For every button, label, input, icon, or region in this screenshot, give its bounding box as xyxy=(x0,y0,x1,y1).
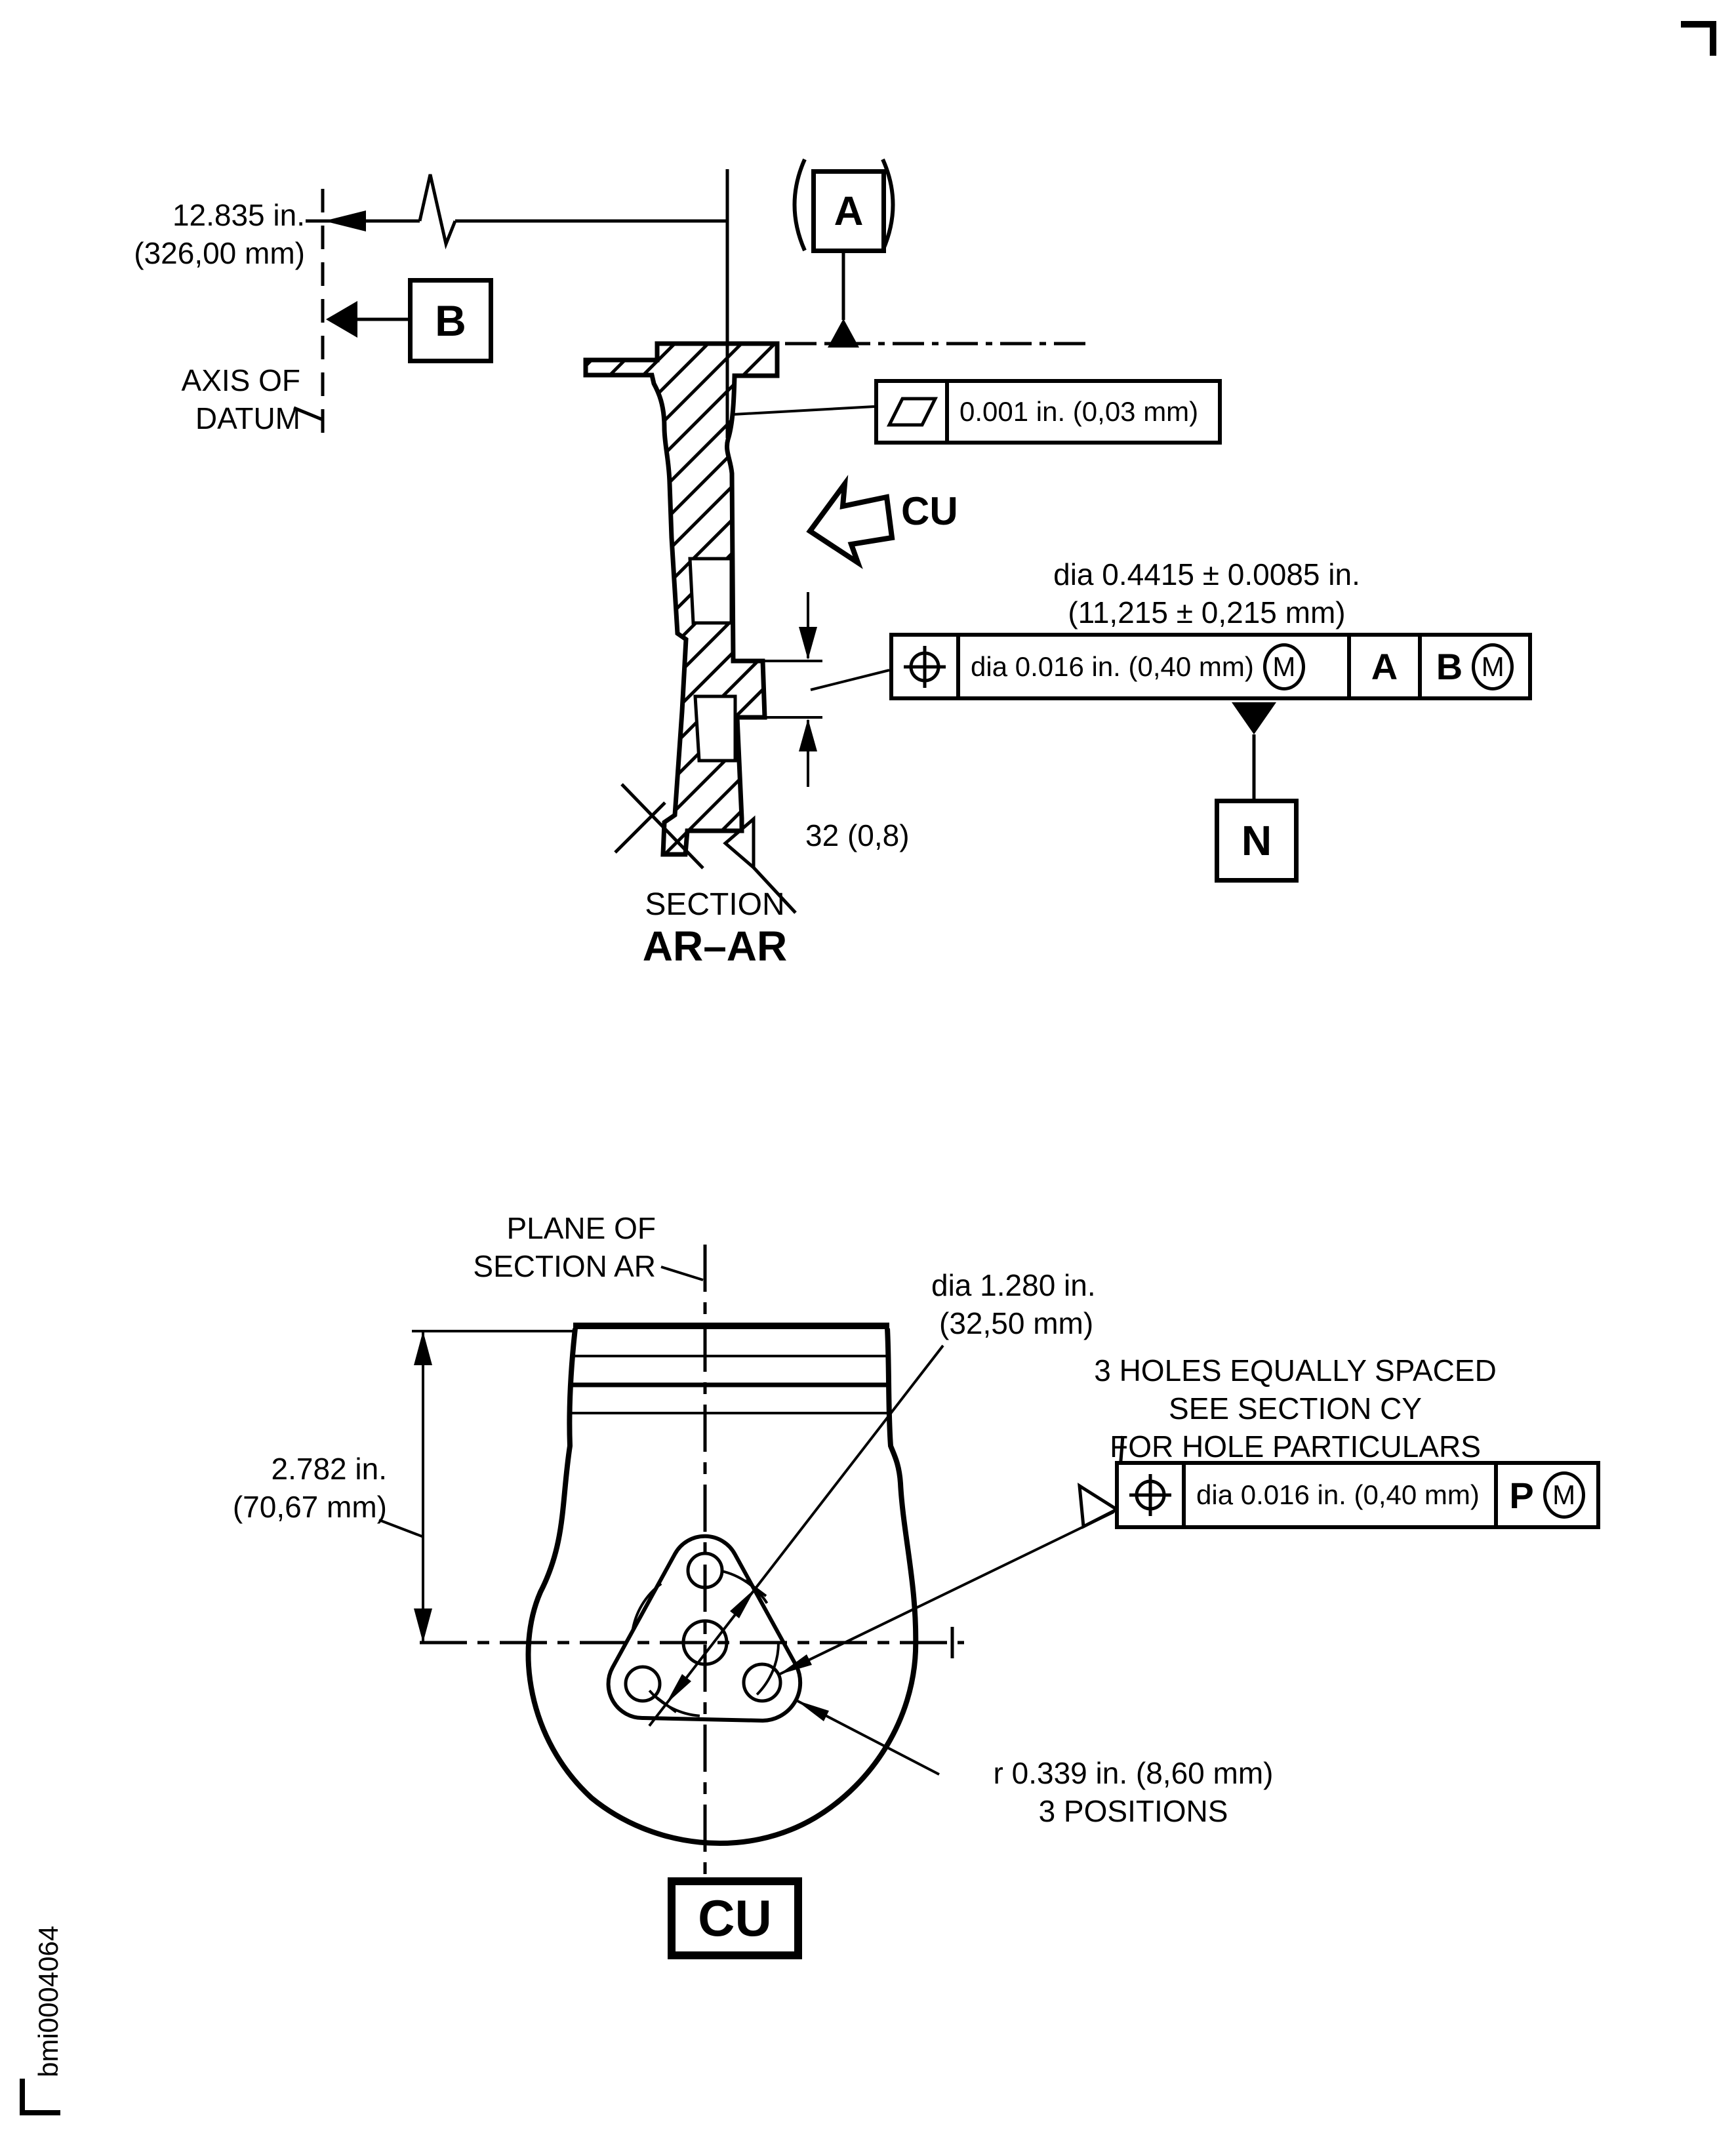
part-window-upper xyxy=(688,557,733,625)
position-frame-lower: dia 0.016 in. (0,40 mm) P M xyxy=(1115,1461,1600,1529)
flatness-value: 0.001 in. (0,03 mm) xyxy=(945,383,1218,441)
bolt-circle-note: dia 1.280 in. (32,50 mm) xyxy=(931,1267,1096,1343)
position-symbol-cell xyxy=(893,637,956,696)
bolt-circle-dimension xyxy=(648,1344,944,1727)
position-symbol-cell-lower xyxy=(1119,1465,1182,1525)
holes-note-line1: 3 HOLES EQUALLY SPACED xyxy=(1094,1353,1497,1388)
part-window-lower xyxy=(693,694,737,763)
radius-note: r 0.339 in. (8,60 mm) 3 POSITIONS xyxy=(943,1755,1323,1831)
axis-of-datum-line1: AXIS OF xyxy=(181,363,300,397)
mmc-modifier-icon: M xyxy=(1262,643,1305,690)
position-datum-p-letter: P xyxy=(1509,1474,1534,1516)
holes-note-line3: FOR HOLE PARTICULARS xyxy=(1110,1429,1481,1464)
radius-leader-arrowhead xyxy=(796,1700,829,1721)
view-cu-box: CU xyxy=(668,1877,802,1959)
datum-b-triangle xyxy=(326,301,357,338)
bolt-circle-inches: dia 1.280 in. xyxy=(931,1268,1096,1302)
section-title: SECTION AR–AR xyxy=(616,885,813,969)
dim-2782 xyxy=(378,1330,577,1643)
position-datum-p-cell: P M xyxy=(1494,1465,1596,1525)
bolt-circle xyxy=(630,1568,780,1717)
corner-mark-top-right xyxy=(1681,21,1716,56)
cu-arrow-label: CU xyxy=(901,489,958,533)
position-tolerance-cell-lower: dia 0.016 in. (0,40 mm) xyxy=(1182,1465,1494,1525)
datum-b-letter: B xyxy=(435,296,466,345)
dim-2782-mm: (70,67 mm) xyxy=(232,1489,387,1524)
section-title-id: AR–AR xyxy=(642,923,788,970)
pin-dia-mm: (11,215 ± 0,215 mm) xyxy=(1068,595,1346,629)
hole-leader-arrowhead xyxy=(778,1654,812,1675)
position-tolerance-value: dia 0.016 in. (0,40 mm) xyxy=(971,650,1254,682)
datum-a-triangle xyxy=(828,319,859,348)
hole-center xyxy=(681,1619,729,1666)
true-position-icon xyxy=(904,645,946,688)
datum-a-assembly xyxy=(792,158,895,348)
corner-mark-bottom-left xyxy=(20,2079,60,2115)
position-frame-upper: dia 0.016 in. (0,40 mm) M A B M xyxy=(889,633,1532,700)
mmc-modifier-p-icon: M xyxy=(1543,1471,1585,1519)
cu-view-arrow xyxy=(806,475,895,569)
hole-lower-left xyxy=(624,1665,662,1703)
datum-a-paren-left xyxy=(792,158,807,252)
plane-of-section-label: PLANE OF SECTION AR xyxy=(433,1210,656,1286)
surface-finish-symbol xyxy=(614,783,797,914)
radius-note-line1: r 0.339 in. (8,60 mm) xyxy=(993,1756,1274,1790)
hole-leader xyxy=(778,1511,1114,1676)
pin-diameter-note: dia 0.4415 ± 0.0085 in. (11,215 ± 0,215 … xyxy=(1036,556,1377,632)
hole-top xyxy=(686,1551,724,1589)
boss-outline xyxy=(606,1534,803,1723)
axis-of-datum-leader xyxy=(293,406,323,422)
dim-12835-mm: (326,00 mm) xyxy=(134,235,305,270)
gap-arrow-up xyxy=(799,719,817,751)
section-title-word: SECTION xyxy=(645,887,785,922)
position-tolerance-cell: dia 0.016 in. (0,40 mm) M xyxy=(956,637,1347,696)
plane-label-line1: PLANE OF xyxy=(506,1211,656,1245)
surface-finish-value: 32 (0,8) xyxy=(805,818,910,852)
section-ar-view xyxy=(293,158,1276,914)
axis-of-datum-line2: DATUM xyxy=(195,401,300,435)
plane-label-line2: SECTION AR xyxy=(473,1248,656,1283)
position-datum-a-cell: A xyxy=(1347,637,1418,696)
holes-note: 3 HOLES EQUALLY SPACED SEE SECTION CY FO… xyxy=(1013,1352,1577,1466)
position-datum-b-cell: B M xyxy=(1418,637,1528,696)
datum-a-box: A xyxy=(811,169,886,253)
dim-2782-inches: 2.782 in. xyxy=(271,1452,387,1486)
flatness-frame: 0.001 in. (0,03 mm) xyxy=(874,379,1222,445)
bolt-circle-mm: (32,50 mm) xyxy=(939,1306,1094,1340)
datum-a-paren-right xyxy=(881,158,895,252)
n-flag-triangle xyxy=(1232,702,1276,734)
note-flag-n-letter: N xyxy=(1241,817,1272,864)
view-cu xyxy=(378,1245,1125,1875)
mmc-modifier-b-icon: M xyxy=(1472,643,1514,690)
part-cross-section xyxy=(583,341,780,857)
holes-note-line2: SEE SECTION CY xyxy=(1169,1391,1422,1426)
axis-of-datum-label: AXIS OF DATUM xyxy=(151,362,300,438)
housing-outline xyxy=(525,1328,919,1846)
flatness-icon xyxy=(886,397,939,427)
hole-lower-right xyxy=(742,1662,782,1703)
dim-12835-inches: 12.835 in. xyxy=(172,198,305,232)
view-cu-letters: CU xyxy=(698,1889,772,1947)
housing-band-lines xyxy=(569,1355,891,1414)
gap-arrow-down xyxy=(799,627,817,660)
note-flag-n-box: N xyxy=(1215,799,1299,883)
gap-dimension xyxy=(765,592,890,787)
dim-12835-label: 12.835 in. (326,00 mm) xyxy=(118,197,305,273)
position-datum-b-letter: B xyxy=(1436,646,1463,687)
flatness-symbol-cell xyxy=(878,383,945,441)
radius-note-line2: 3 POSITIONS xyxy=(1038,1793,1228,1828)
flatness-leader xyxy=(733,405,875,416)
document-id: bmi0004064 xyxy=(33,1925,64,2077)
dim-12835-line xyxy=(306,174,727,250)
true-position-icon-lower xyxy=(1129,1474,1171,1516)
datum-b-box: B xyxy=(408,278,493,363)
pin-dia-inches: dia 0.4415 ± 0.0085 in. xyxy=(1053,557,1360,591)
dim-2782-label: 2.782 in. (70,67 mm) xyxy=(167,1450,387,1527)
dim-12835-arrowhead xyxy=(324,210,366,231)
plane-of-section-leader xyxy=(660,1266,704,1281)
datum-a-letter: A xyxy=(834,188,864,234)
